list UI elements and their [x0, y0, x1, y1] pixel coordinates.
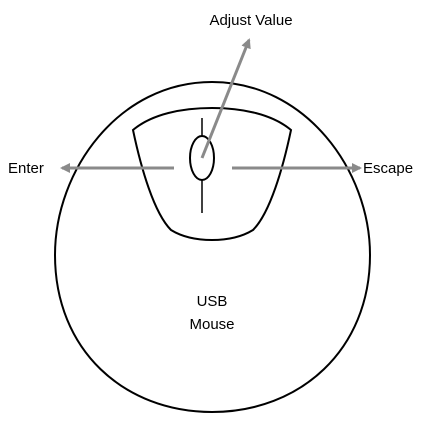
mouse-button-area — [131, 106, 293, 242]
enter-label: Enter — [8, 160, 44, 177]
device-label-line2: Mouse — [189, 316, 234, 333]
arrow-adjust-value — [200, 38, 251, 159]
escape-label: Escape — [363, 160, 413, 177]
adjust-value-label: Adjust Value — [209, 12, 292, 29]
device-label-line1: USB — [197, 293, 228, 310]
mouse-body — [53, 80, 372, 414]
